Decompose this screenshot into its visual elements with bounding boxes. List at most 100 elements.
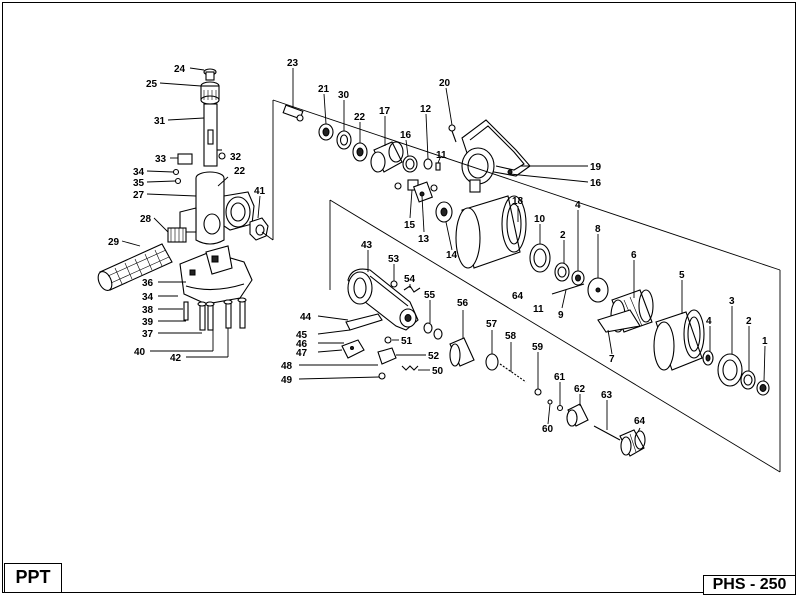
- part-2b-drawing: [740, 370, 756, 390]
- part-57-drawing: [485, 353, 499, 371]
- part-39-screws-drawing: [183, 297, 247, 331]
- callout-50: 50: [432, 366, 444, 377]
- callout-52: 52: [428, 351, 440, 362]
- callout-43: 43: [361, 240, 373, 251]
- part-62-drawing: [566, 403, 589, 427]
- callout-47: 47: [296, 348, 308, 359]
- callout-56: 56: [457, 298, 469, 309]
- callout-40: 40: [134, 347, 146, 358]
- callout-37: 37: [142, 329, 154, 340]
- part-9-drawing: [551, 283, 585, 295]
- callout-32: 32: [230, 152, 242, 163]
- part-56-drawing: [449, 337, 475, 367]
- callout-60: 60: [542, 424, 554, 435]
- callout-41: 41: [254, 186, 266, 197]
- callout-20: 20: [439, 78, 451, 89]
- callout-51: 51: [401, 336, 413, 347]
- part-55-drawing: [423, 322, 443, 340]
- part-47-trigger-drawing: [341, 339, 365, 359]
- callout-61: 61: [554, 372, 566, 383]
- part-41-drawing: [249, 217, 269, 241]
- callout-22a: 22: [234, 166, 246, 177]
- callout-63: 63: [601, 390, 613, 401]
- callout-16b: 16: [590, 178, 602, 189]
- part-18-cylinder-drawing: [455, 195, 527, 269]
- part-8-drawing: [587, 277, 609, 303]
- drawing-code-box: PHS - 250: [703, 575, 796, 595]
- part-20-drawing: [448, 124, 457, 143]
- callout-27: 27: [133, 190, 145, 201]
- callout-13: 13: [418, 234, 430, 245]
- callout-35: 35: [133, 178, 145, 189]
- part-51-drawing: [384, 336, 392, 344]
- callout-34b: 34: [142, 292, 154, 303]
- part-22-drawing: [352, 142, 368, 162]
- part-1-drawing: [756, 380, 770, 396]
- callout-4a: 4: [575, 200, 581, 211]
- callout-29: 29: [108, 237, 120, 248]
- part-19-handle-drawing: [461, 119, 531, 193]
- callout-45: 45: [296, 330, 308, 341]
- callout-33: 33: [155, 154, 167, 165]
- part-5-cylinder-drawing: [653, 309, 705, 371]
- callout-9: 9: [558, 310, 564, 321]
- callout-5: 5: [679, 270, 685, 281]
- part-25-drawing: [200, 81, 220, 105]
- part-15-13-drawing: [394, 179, 438, 203]
- callout-64a: 64: [512, 291, 524, 302]
- callout-28: 28: [140, 214, 152, 225]
- part-32-drawing: [218, 152, 226, 160]
- part-14-drawing: [435, 201, 453, 223]
- part-58-drawing: [499, 363, 527, 383]
- part-44-lever-drawing: [345, 313, 383, 331]
- part-36-housing-drawing: [179, 245, 253, 305]
- callout-58: 58: [505, 331, 517, 342]
- part-29-filter-drawing: [97, 243, 173, 292]
- callout-53: 53: [388, 254, 400, 265]
- callout-39: 39: [142, 317, 154, 328]
- callout-21: 21: [318, 84, 330, 95]
- callout-12: 12: [420, 104, 432, 115]
- callout-57: 57: [486, 319, 498, 330]
- callout-25: 25: [146, 79, 158, 90]
- callout-31: 31: [154, 116, 166, 127]
- callout-11b: 11: [533, 304, 544, 315]
- part-4b-drawing: [702, 350, 714, 366]
- part-30-drawing: [336, 130, 352, 150]
- callout-38: 38: [142, 305, 154, 316]
- callout-3: 3: [729, 296, 735, 307]
- part-21-drawing: [318, 123, 334, 141]
- callout-15: 15: [404, 220, 416, 231]
- upper-row-parts: [261, 68, 781, 472]
- callout-46: 46: [296, 339, 308, 350]
- callout-4b: 4: [706, 316, 712, 327]
- callout-44: 44: [300, 312, 312, 323]
- callout-34a: 34: [133, 167, 145, 178]
- callout-labels: 24 25 31 33 32 34 35 22 27 41 28 29 36 3…: [108, 58, 768, 435]
- part-16a-drawing: [402, 155, 418, 173]
- part-11a-drawing: [435, 162, 441, 171]
- part-17-drawing: [370, 141, 404, 173]
- callout-10: 10: [534, 214, 546, 225]
- callout-59: 59: [532, 342, 544, 353]
- callout-22b: 22: [354, 112, 366, 123]
- part-2a-drawing: [554, 262, 570, 282]
- brand-label: PPT: [15, 567, 51, 587]
- callout-62: 62: [574, 384, 586, 395]
- callout-16a: 16: [400, 130, 412, 141]
- callout-6: 6: [631, 250, 637, 261]
- part-24-drawing: [203, 68, 217, 81]
- callout-14: 14: [446, 250, 458, 261]
- part-43-housing-drawing: [347, 268, 419, 331]
- callout-8: 8: [595, 224, 601, 235]
- part-63-drawing: [593, 425, 621, 441]
- part-23-drawing: [282, 104, 304, 122]
- callout-55: 55: [424, 290, 436, 301]
- handle-valve-assembly: [97, 67, 269, 358]
- part-52-drawing: [377, 347, 397, 365]
- callout-17: 17: [379, 106, 391, 117]
- part-54-drawing: [403, 285, 421, 293]
- part-31-drawing: [203, 103, 222, 167]
- callout-64b: 64: [634, 416, 646, 427]
